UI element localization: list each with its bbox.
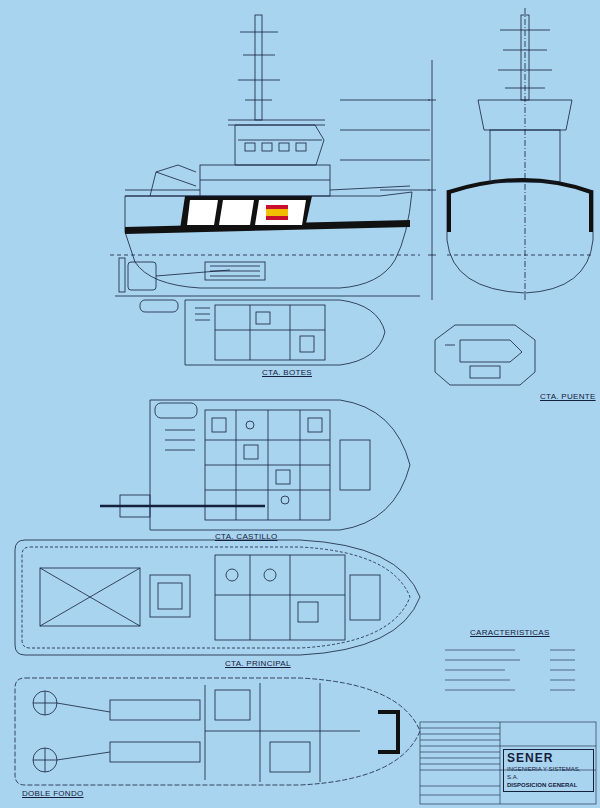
engine bbox=[110, 700, 200, 720]
characteristics-lines bbox=[445, 650, 575, 690]
hull-panel bbox=[180, 196, 312, 229]
boat-deck-plan bbox=[140, 300, 385, 365]
front-view bbox=[428, 8, 593, 302]
title-text: INGENIERIA Y SISTEMAS, S.A. bbox=[507, 765, 590, 781]
profile-view bbox=[110, 15, 430, 296]
forecastle-deck-plan bbox=[100, 400, 410, 530]
view-title: DOBLE FONDO bbox=[22, 789, 84, 799]
hull-profile bbox=[125, 192, 412, 288]
rescue-boat bbox=[140, 300, 178, 312]
bow-thruster bbox=[378, 712, 398, 752]
baseline bbox=[115, 296, 420, 297]
main-deck-plan bbox=[15, 540, 420, 655]
waterline bbox=[110, 255, 420, 256]
mast bbox=[255, 15, 262, 120]
double-bottom-plan bbox=[15, 678, 420, 785]
bridge-deck-plan bbox=[435, 325, 535, 385]
company-logo: SENER bbox=[507, 752, 590, 765]
view-title: CTA. CASTILLO bbox=[215, 532, 277, 542]
rudder bbox=[119, 258, 125, 292]
title-block: SENERINGENIERIA Y SISTEMAS, S.A.DISPOSIC… bbox=[503, 749, 594, 792]
bulwark-arch bbox=[449, 180, 591, 232]
title-text: DISPOSICION GENERAL bbox=[507, 781, 590, 789]
view-title: CTA. PRINCIPAL bbox=[225, 659, 291, 669]
engine bbox=[110, 742, 200, 762]
deckhouse bbox=[200, 165, 330, 196]
view-title: CTA. BOTES bbox=[262, 368, 312, 378]
view-title: CTA. PUENTE bbox=[540, 392, 596, 402]
title-block-table bbox=[420, 722, 596, 804]
crane bbox=[150, 165, 196, 196]
kort-nozzle bbox=[128, 262, 156, 290]
towing-winch bbox=[40, 568, 140, 626]
hull-section bbox=[447, 190, 593, 293]
flag bbox=[266, 205, 288, 209]
bridge bbox=[235, 125, 324, 165]
view-title: CARACTERISTICAS bbox=[470, 628, 550, 638]
